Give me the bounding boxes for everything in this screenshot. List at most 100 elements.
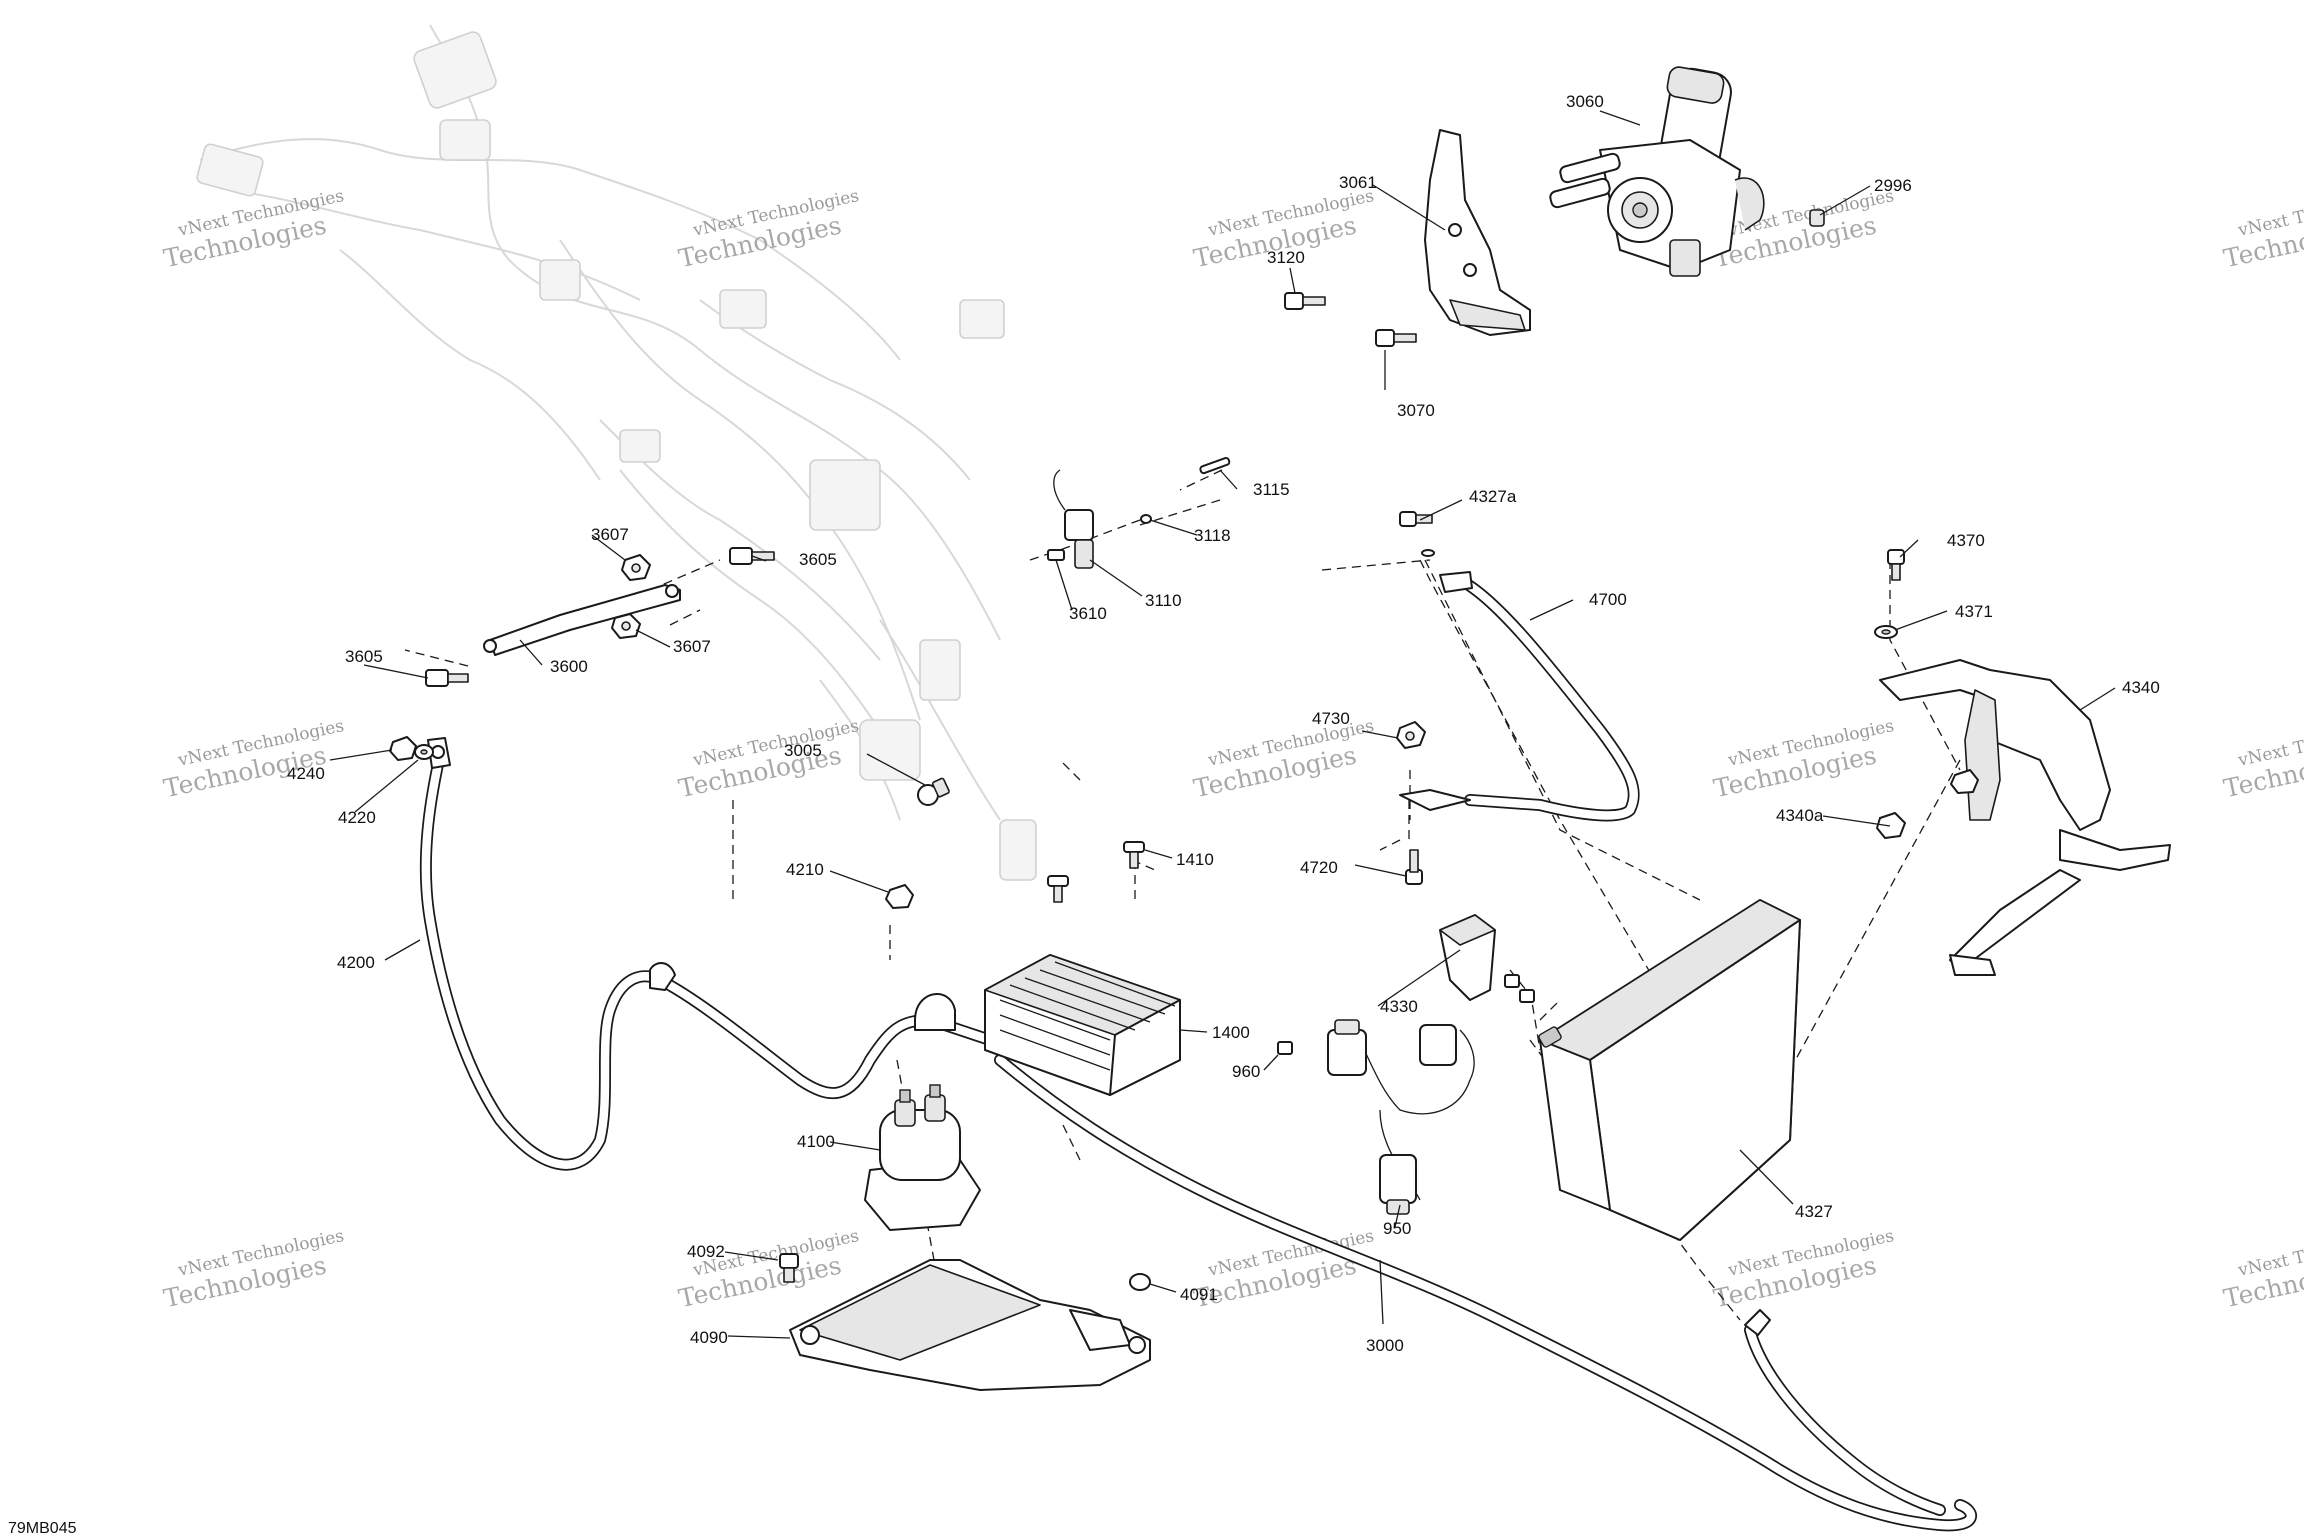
watermark: vNext Technologies Technologies bbox=[676, 186, 861, 273]
callout-1400: 1400 bbox=[1212, 1023, 1250, 1042]
leader-lines bbox=[329, 110, 2116, 1339]
watermark: vNext Technologies Technologies bbox=[676, 1226, 861, 1313]
callout-4100: 4100 bbox=[797, 1132, 835, 1151]
bolt-4370 bbox=[1887, 549, 1905, 581]
cable-4700 bbox=[1399, 571, 1640, 822]
bolt-3605-bottom bbox=[425, 669, 469, 687]
callout-960: 960 bbox=[1232, 1062, 1260, 1081]
screw-3610 bbox=[1047, 549, 1065, 561]
screw-3115 bbox=[1199, 456, 1231, 475]
terminal-cover-4330 bbox=[1439, 914, 1496, 1001]
callout-3118: 3118 bbox=[1194, 526, 1231, 545]
watermark: vNext Technologies Technologies bbox=[2221, 186, 2304, 273]
ghost-connector bbox=[999, 819, 1037, 881]
callout-3600: 3600 bbox=[550, 657, 588, 676]
nut-4210 bbox=[885, 884, 914, 909]
callout-3110: 3110 bbox=[1145, 591, 1182, 610]
callout-3060: 3060 bbox=[1566, 92, 1604, 111]
ghost-connector bbox=[619, 429, 661, 463]
callout-4240: 4240 bbox=[287, 764, 325, 783]
callout-4370: 4370 bbox=[1947, 531, 1985, 550]
callout-3115: 3115 bbox=[1253, 480, 1290, 499]
ghost-connector bbox=[439, 119, 491, 161]
sensor-harness bbox=[1327, 1019, 1475, 1215]
ghost-connector bbox=[859, 719, 921, 781]
callout-2996: 2996 bbox=[1874, 176, 1912, 195]
screw-960 bbox=[1277, 1041, 1293, 1055]
bracket-4090 bbox=[789, 1259, 1151, 1391]
callout-labels: 3060 3061 2996 3120 3070 3115 3118 3110 … bbox=[287, 92, 2160, 1355]
watermark: vNext Technologies Technologies bbox=[1711, 1226, 1896, 1313]
diagram-reference-code: 79MB045 bbox=[8, 1520, 77, 1536]
solenoid-4100 bbox=[864, 1084, 981, 1231]
callout-1410: 1410 bbox=[1176, 850, 1214, 869]
callout-3605-top: 3605 bbox=[799, 550, 837, 569]
actuator-motor-3060 bbox=[1549, 66, 1765, 277]
ghosted-frame-background bbox=[196, 24, 1037, 881]
callout-3000: 3000 bbox=[1366, 1336, 1404, 1355]
callout-3070: 3070 bbox=[1397, 401, 1435, 420]
regulator-1400 bbox=[984, 954, 1181, 1096]
nut-3607-bottom bbox=[611, 613, 641, 639]
callout-4700: 4700 bbox=[1589, 590, 1627, 609]
watermark: vNext Technologies Technologies bbox=[1711, 716, 1896, 803]
callout-4210: 4210 bbox=[786, 860, 824, 879]
nut-3607-top bbox=[621, 554, 651, 581]
callout-4340: 4340 bbox=[2122, 678, 2160, 697]
watermark: vNext Technologies Technologies bbox=[161, 716, 346, 803]
screw-1410-b bbox=[1047, 875, 1069, 903]
callout-4220: 4220 bbox=[338, 808, 376, 827]
washer-4220 bbox=[414, 744, 434, 760]
terminal-bolts bbox=[1504, 974, 1535, 1003]
nut-4240 bbox=[389, 736, 417, 761]
ghost-connector bbox=[959, 299, 1005, 339]
ghost-connector bbox=[196, 143, 264, 197]
bolt-3070 bbox=[1375, 329, 1417, 347]
rod-3600 bbox=[483, 584, 681, 656]
callout-4092: 4092 bbox=[687, 1242, 725, 1261]
callout-3610: 3610 bbox=[1069, 604, 1107, 623]
callout-4371: 4371 bbox=[1955, 602, 1993, 621]
ghost-connector bbox=[809, 459, 881, 531]
callout-3061: 3061 bbox=[1339, 173, 1377, 192]
sensor-3110 bbox=[1053, 469, 1094, 569]
battery-4327 bbox=[1538, 899, 1801, 1241]
callout-950: 950 bbox=[1383, 1219, 1411, 1238]
callout-4200: 4200 bbox=[337, 953, 375, 972]
bolt-4092 bbox=[779, 1253, 799, 1283]
screw-1410-a bbox=[1123, 841, 1145, 869]
callout-3605-bottom: 3605 bbox=[345, 647, 383, 666]
callout-4720: 4720 bbox=[1300, 858, 1338, 877]
bolt-3120 bbox=[1284, 292, 1326, 310]
harness-3000 bbox=[994, 1054, 1977, 1532]
callout-3120: 3120 bbox=[1267, 248, 1305, 267]
boot-cover bbox=[914, 993, 956, 1031]
watermark: vNext Technologies Technologies bbox=[161, 186, 346, 273]
bolt-4720 bbox=[1405, 849, 1423, 885]
nut-4730 bbox=[1396, 721, 1426, 749]
cable-4200 bbox=[419, 737, 1026, 1171]
watermark: vNext Technologies Technologies bbox=[161, 1226, 346, 1313]
watermark: vNext Technologies Technologies bbox=[2221, 716, 2304, 803]
washer-4371 bbox=[1874, 625, 1898, 639]
bolt-4091 bbox=[1129, 1273, 1151, 1291]
bolt-2996 bbox=[1809, 209, 1825, 227]
nut-4340a bbox=[1876, 769, 1979, 839]
callout-3607-top: 3607 bbox=[591, 525, 629, 544]
ghost-connector bbox=[539, 259, 581, 301]
callout-3005: 3005 bbox=[784, 741, 822, 760]
watermark: vNext Technologies Technologies bbox=[1191, 716, 1376, 803]
callout-4091: 4091 bbox=[1180, 1285, 1218, 1304]
callout-3607-bottom: 3607 bbox=[673, 637, 711, 656]
ghost-connector bbox=[413, 31, 497, 109]
ghost-connector bbox=[719, 289, 767, 329]
bracket-4340 bbox=[1879, 659, 2171, 976]
callout-4340a: 4340a bbox=[1776, 806, 1824, 825]
washer-3118 bbox=[1140, 514, 1152, 524]
callout-4327: 4327 bbox=[1795, 1202, 1833, 1221]
callout-4330: 4330 bbox=[1380, 997, 1418, 1016]
callout-4730: 4730 bbox=[1312, 709, 1350, 728]
ghost-connector bbox=[919, 639, 961, 701]
bracket-3061 bbox=[1424, 129, 1531, 336]
bolt-3005 bbox=[917, 777, 950, 806]
